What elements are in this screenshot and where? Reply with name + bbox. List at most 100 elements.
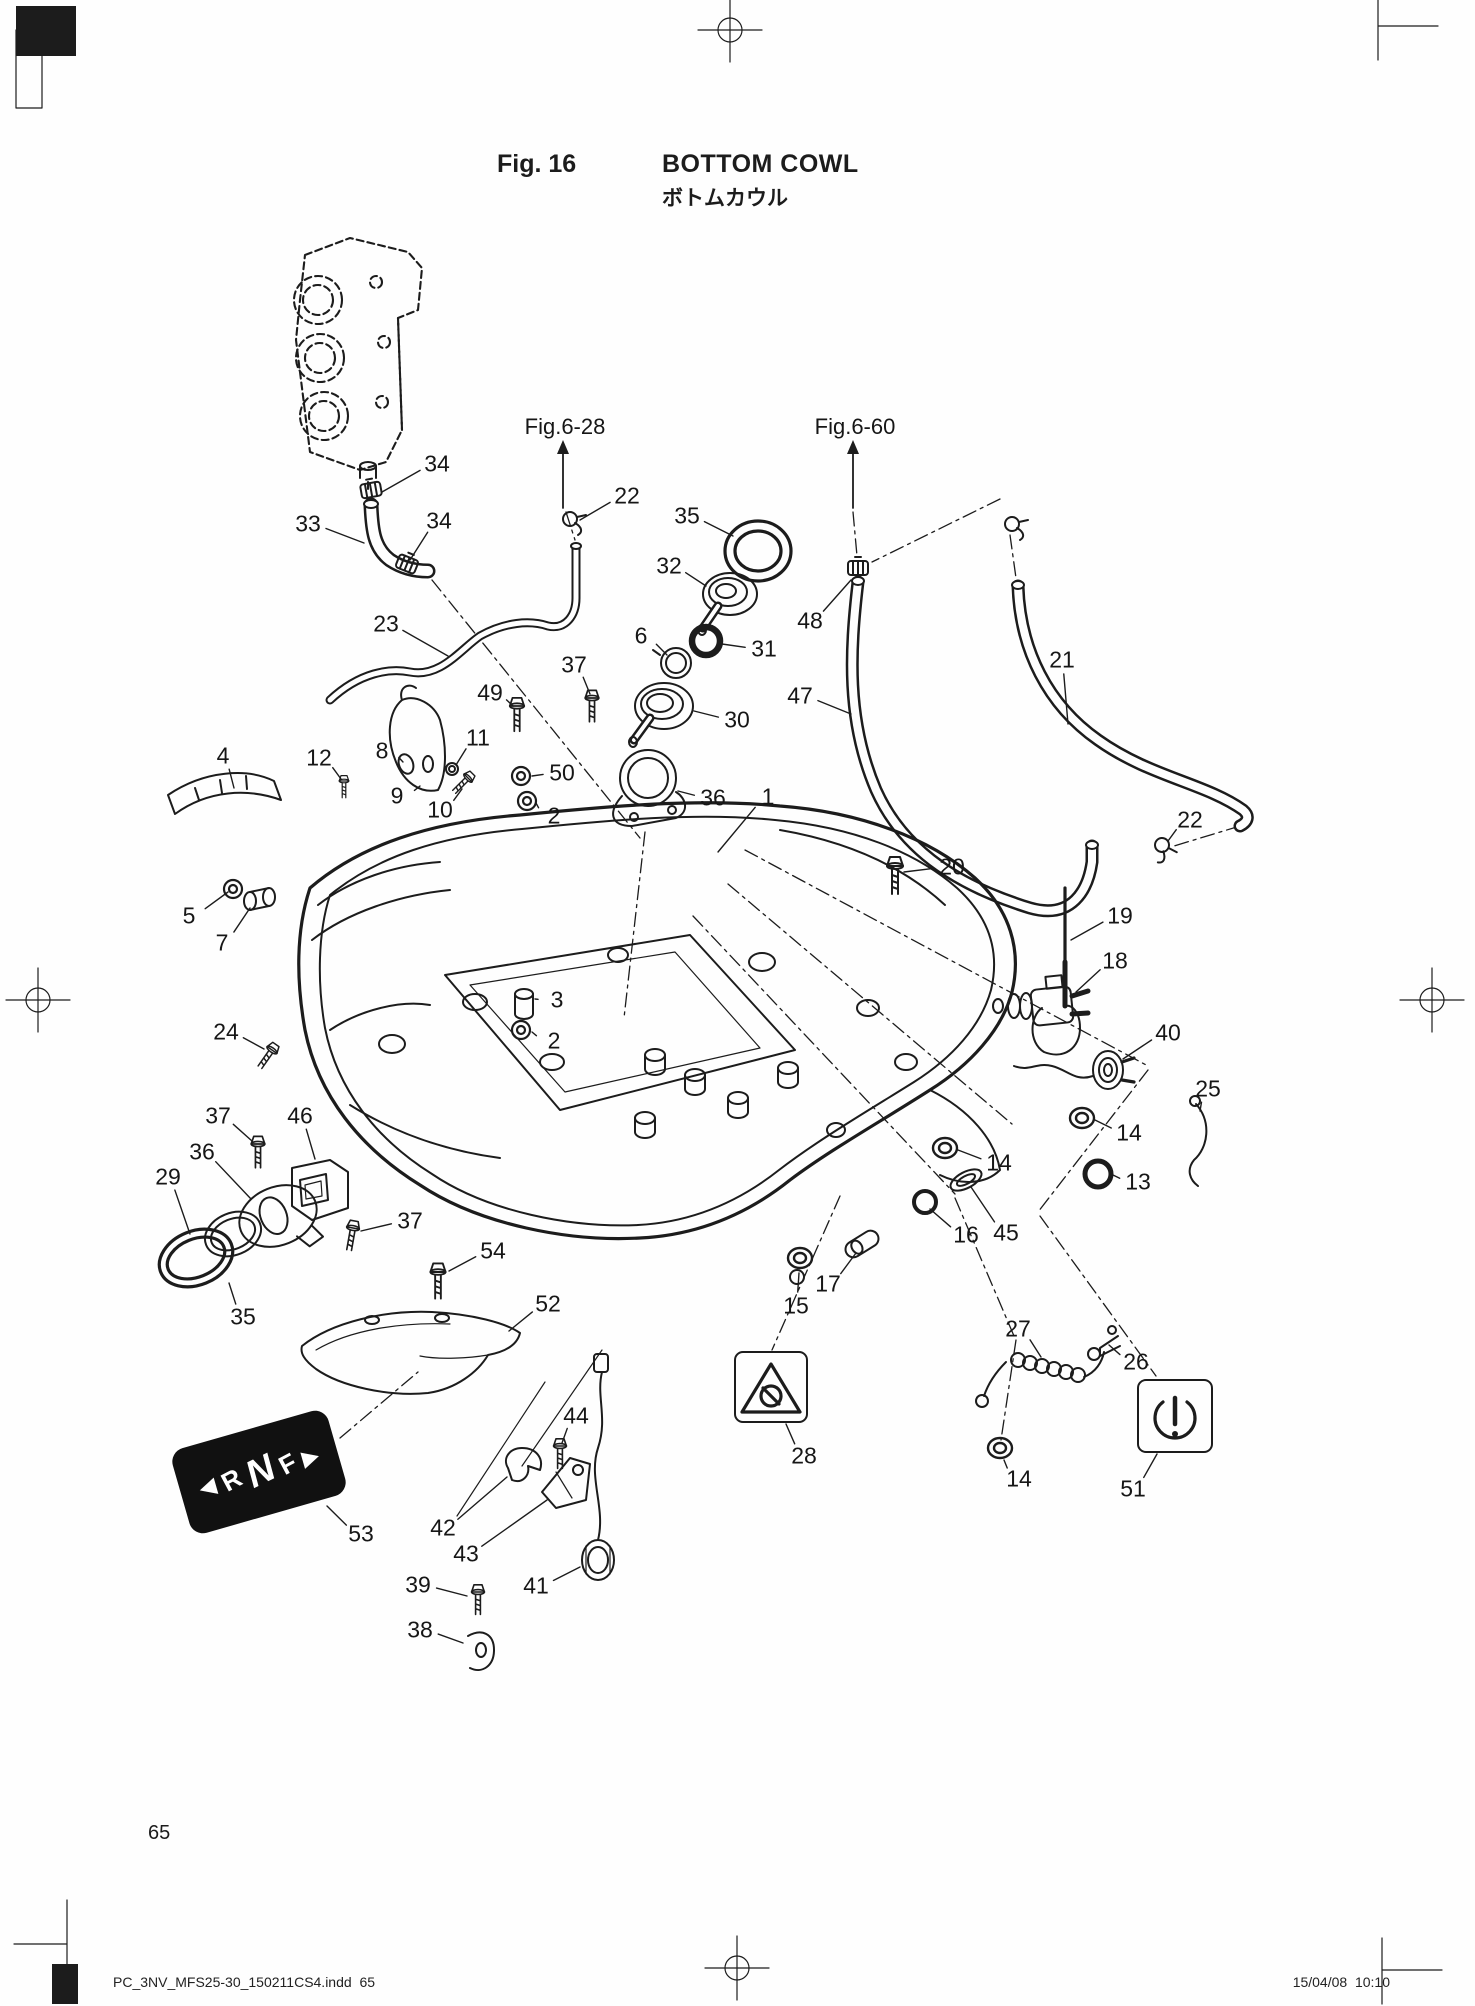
page-title: BOTTOM COWL <box>662 150 859 178</box>
registration-mark-right-middle <box>1399 967 1465 1033</box>
part-callout: 6 <box>634 622 648 649</box>
sleeve-17 <box>844 1229 880 1259</box>
figure-reference: Fig.6-28 <box>524 414 606 439</box>
part-callout: 23 <box>373 610 399 637</box>
part-callout: 2 <box>547 1027 561 1054</box>
registration-mark-bottom-left <box>13 1899 78 2004</box>
stop-switch-18 <box>992 974 1091 1027</box>
part-callout: 35 <box>674 502 700 529</box>
clip-38 <box>467 1631 495 1671</box>
registration-mark-top-left <box>15 6 76 109</box>
plug-30 <box>628 682 694 748</box>
bolt-37 <box>584 689 600 723</box>
cable-bracket-36 <box>612 749 686 827</box>
stop-switch-key-26 <box>1087 1325 1121 1361</box>
ring-6 <box>652 647 692 679</box>
water-hose-left <box>845 575 1099 918</box>
part-callout: 2 <box>547 802 561 829</box>
sleeve-45 <box>949 1168 983 1192</box>
part-callout: 41 <box>523 1572 549 1599</box>
part-callout: 25 <box>1195 1075 1221 1102</box>
part-callout: 14 <box>986 1149 1012 1176</box>
part-callout: 18 <box>1102 947 1128 974</box>
part-callout: 48 <box>797 607 823 634</box>
intake-plate-36 <box>238 1184 325 1248</box>
part-callout: 12 <box>306 744 332 771</box>
collar-3 <box>514 988 534 1020</box>
part-callout: 10 <box>427 796 453 823</box>
water-hose-right <box>1011 579 1254 833</box>
alignment-lines <box>456 1349 603 1517</box>
intake-ring-29 <box>157 1227 235 1289</box>
part-callout: 44 <box>563 1402 589 1429</box>
o-ring-31 <box>688 623 724 659</box>
part-callout: 46 <box>287 1102 313 1129</box>
registration-mark-left-middle <box>5 967 71 1033</box>
harness-connector-40 <box>1013 1050 1136 1090</box>
figure-number: Fig. 16 <box>497 150 577 178</box>
warning-label-51 <box>1137 1379 1213 1453</box>
rubber-seal-4 <box>167 772 282 815</box>
part-callout: 42 <box>430 1514 456 1541</box>
figure-reference: Fig.6-60 <box>814 414 896 439</box>
part-callout: 14 <box>1006 1465 1032 1492</box>
registration-mark-top-right <box>1377 0 1439 61</box>
part-callout: 22 <box>614 482 640 509</box>
shift-arrow-left: ◀ <box>195 1471 219 1501</box>
grommet-13 <box>1082 1158 1114 1190</box>
intake-disc-35 <box>203 1210 263 1258</box>
tube-clip <box>1004 516 1029 541</box>
part-callout: 21 <box>1049 646 1075 673</box>
footer-timestamp: 15/04/08 10:10 <box>1292 1974 1390 1990</box>
bolt-54 <box>429 1262 447 1300</box>
part-callout: 51 <box>1120 1475 1146 1502</box>
ring-5 <box>222 878 244 900</box>
hose-clamp <box>847 556 869 576</box>
leader-lines <box>174 440 1203 1644</box>
part-callout: 36 <box>189 1138 215 1165</box>
hook-bracket <box>388 684 446 792</box>
cable-connector-41 <box>581 1353 615 1581</box>
construction-lines <box>339 498 1241 1441</box>
washer-8 <box>397 753 415 775</box>
part-callout: 24 <box>213 1018 239 1045</box>
part-callout: 7 <box>215 929 229 956</box>
part-callout: 17 <box>815 1270 841 1297</box>
breather-hose <box>363 497 436 579</box>
part-callout: 54 <box>480 1237 506 1264</box>
part-callout: 32 <box>656 552 682 579</box>
part-callout: 26 <box>1123 1348 1149 1375</box>
tube-clip <box>1145 834 1180 869</box>
part-callout: 19 <box>1107 902 1133 929</box>
part-callout: 53 <box>348 1520 374 1547</box>
registration-mark-bottom-center <box>704 1935 770 2001</box>
cowl-mounting-platform <box>378 934 918 1139</box>
page-number: 65 <box>148 1822 171 1844</box>
bottom-cowl-pan <box>297 801 1017 1241</box>
intake-silencer-52 <box>300 1310 521 1395</box>
part-callout: 50 <box>549 759 575 786</box>
part-callout: 37 <box>397 1207 423 1234</box>
part-callout: 31 <box>751 635 777 662</box>
part-callout: 36 <box>700 784 726 811</box>
part-callout: 38 <box>407 1616 433 1643</box>
hose-clamp <box>358 476 384 500</box>
part-callout: 39 <box>405 1571 431 1598</box>
part-callout: 35 <box>230 1303 256 1330</box>
nut-11 <box>445 762 459 776</box>
grommet-15 <box>786 1246 814 1285</box>
part-callout: 28 <box>791 1442 817 1469</box>
part-callout: 37 <box>205 1102 231 1129</box>
bolt-37 <box>342 1218 362 1252</box>
bolt-20 <box>886 856 904 895</box>
washer-2 <box>510 1019 532 1041</box>
registration-mark-top-center <box>697 0 763 63</box>
part-callout: 13 <box>1125 1168 1151 1195</box>
page-title-japanese: ボトムカウル <box>662 187 788 210</box>
bolt-37 <box>250 1135 266 1169</box>
seal-ring-35 <box>723 519 793 583</box>
shift-arrow-right: ▶ <box>298 1442 322 1472</box>
spacer-7 <box>243 887 276 911</box>
